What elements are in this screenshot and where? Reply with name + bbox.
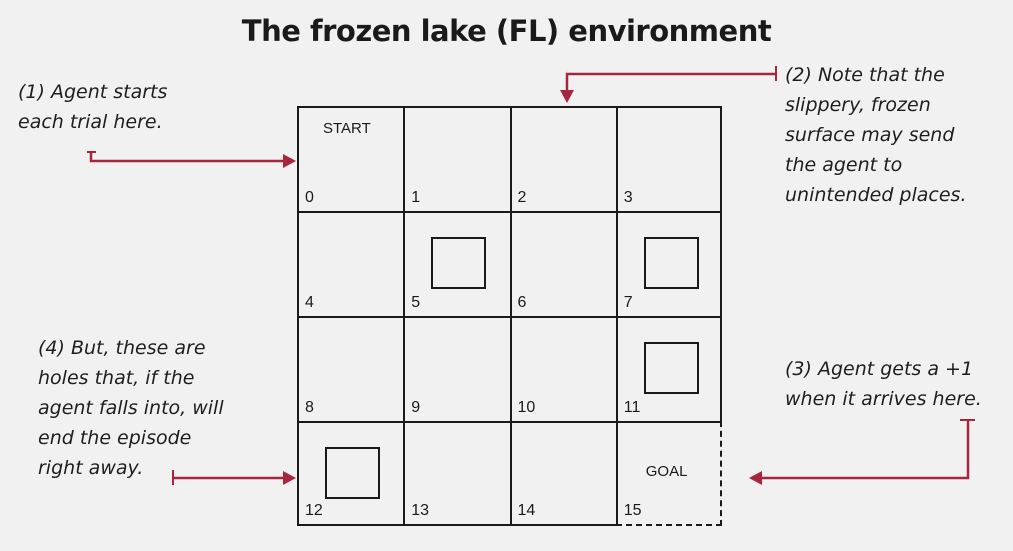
grid-cell: 2 — [509, 106, 616, 211]
grid-cell: 8 — [297, 316, 404, 421]
note-agent-start: (1) Agent starts each trial here. — [18, 81, 168, 133]
cell-number: 3 — [623, 189, 633, 206]
hole-cell: 11 — [615, 316, 722, 421]
arrow-start — [87, 151, 296, 168]
cell-number: 2 — [517, 189, 527, 206]
hole-square — [431, 236, 487, 289]
cell-number: 6 — [517, 294, 527, 311]
hole-square — [325, 446, 381, 499]
grid-cell: 9 — [403, 316, 510, 421]
grid-cell: 14 — [509, 421, 616, 526]
note-holes: (4) But, these are holes that, if the ag… — [38, 337, 224, 479]
cell-number: 13 — [411, 502, 430, 519]
cell-number: 12 — [305, 502, 323, 519]
arrow-goal — [749, 419, 975, 485]
cell-number: 7 — [623, 294, 633, 311]
note-goal-reward: (3) Agent gets a +1 when it arrives here… — [785, 358, 982, 410]
grid-cell: 3 — [615, 106, 722, 211]
note-slippery-surface: (2) Note that the slippery, frozen surfa… — [785, 64, 967, 206]
cell-number: 1 — [411, 189, 421, 206]
cell-number: 11 — [623, 399, 641, 416]
cell-number: 5 — [411, 294, 421, 311]
goal-cell: 15 GOAL — [615, 421, 722, 526]
cell-number: 0 — [305, 189, 314, 206]
grid-cell: 4 — [297, 211, 404, 316]
cell-number: 4 — [305, 294, 314, 311]
hole-cell: 7 — [615, 211, 722, 316]
arrow-slippery — [560, 66, 777, 103]
cell-number: 8 — [305, 399, 314, 416]
diagram-title: The frozen lake (FL) environment — [241, 14, 772, 48]
cell-number: 9 — [411, 399, 421, 416]
arrow-holes — [172, 470, 296, 485]
start-label: START — [323, 120, 371, 137]
start-cell: 0 START — [297, 106, 404, 211]
grid-cell: 6 — [509, 211, 616, 316]
hole-cell: 12 — [297, 421, 404, 526]
hole-square — [643, 341, 699, 394]
goal-label: GOAL — [645, 463, 688, 480]
cell-number: 15 — [623, 502, 642, 519]
hole-cell: 5 — [403, 211, 510, 316]
cell-number: 10 — [517, 399, 536, 416]
cell-number: 14 — [517, 502, 536, 519]
grid-cell: 1 — [403, 106, 510, 211]
grid-cell: 10 — [509, 316, 616, 421]
hole-square — [643, 236, 699, 289]
grid-cell: 13 — [403, 421, 510, 526]
